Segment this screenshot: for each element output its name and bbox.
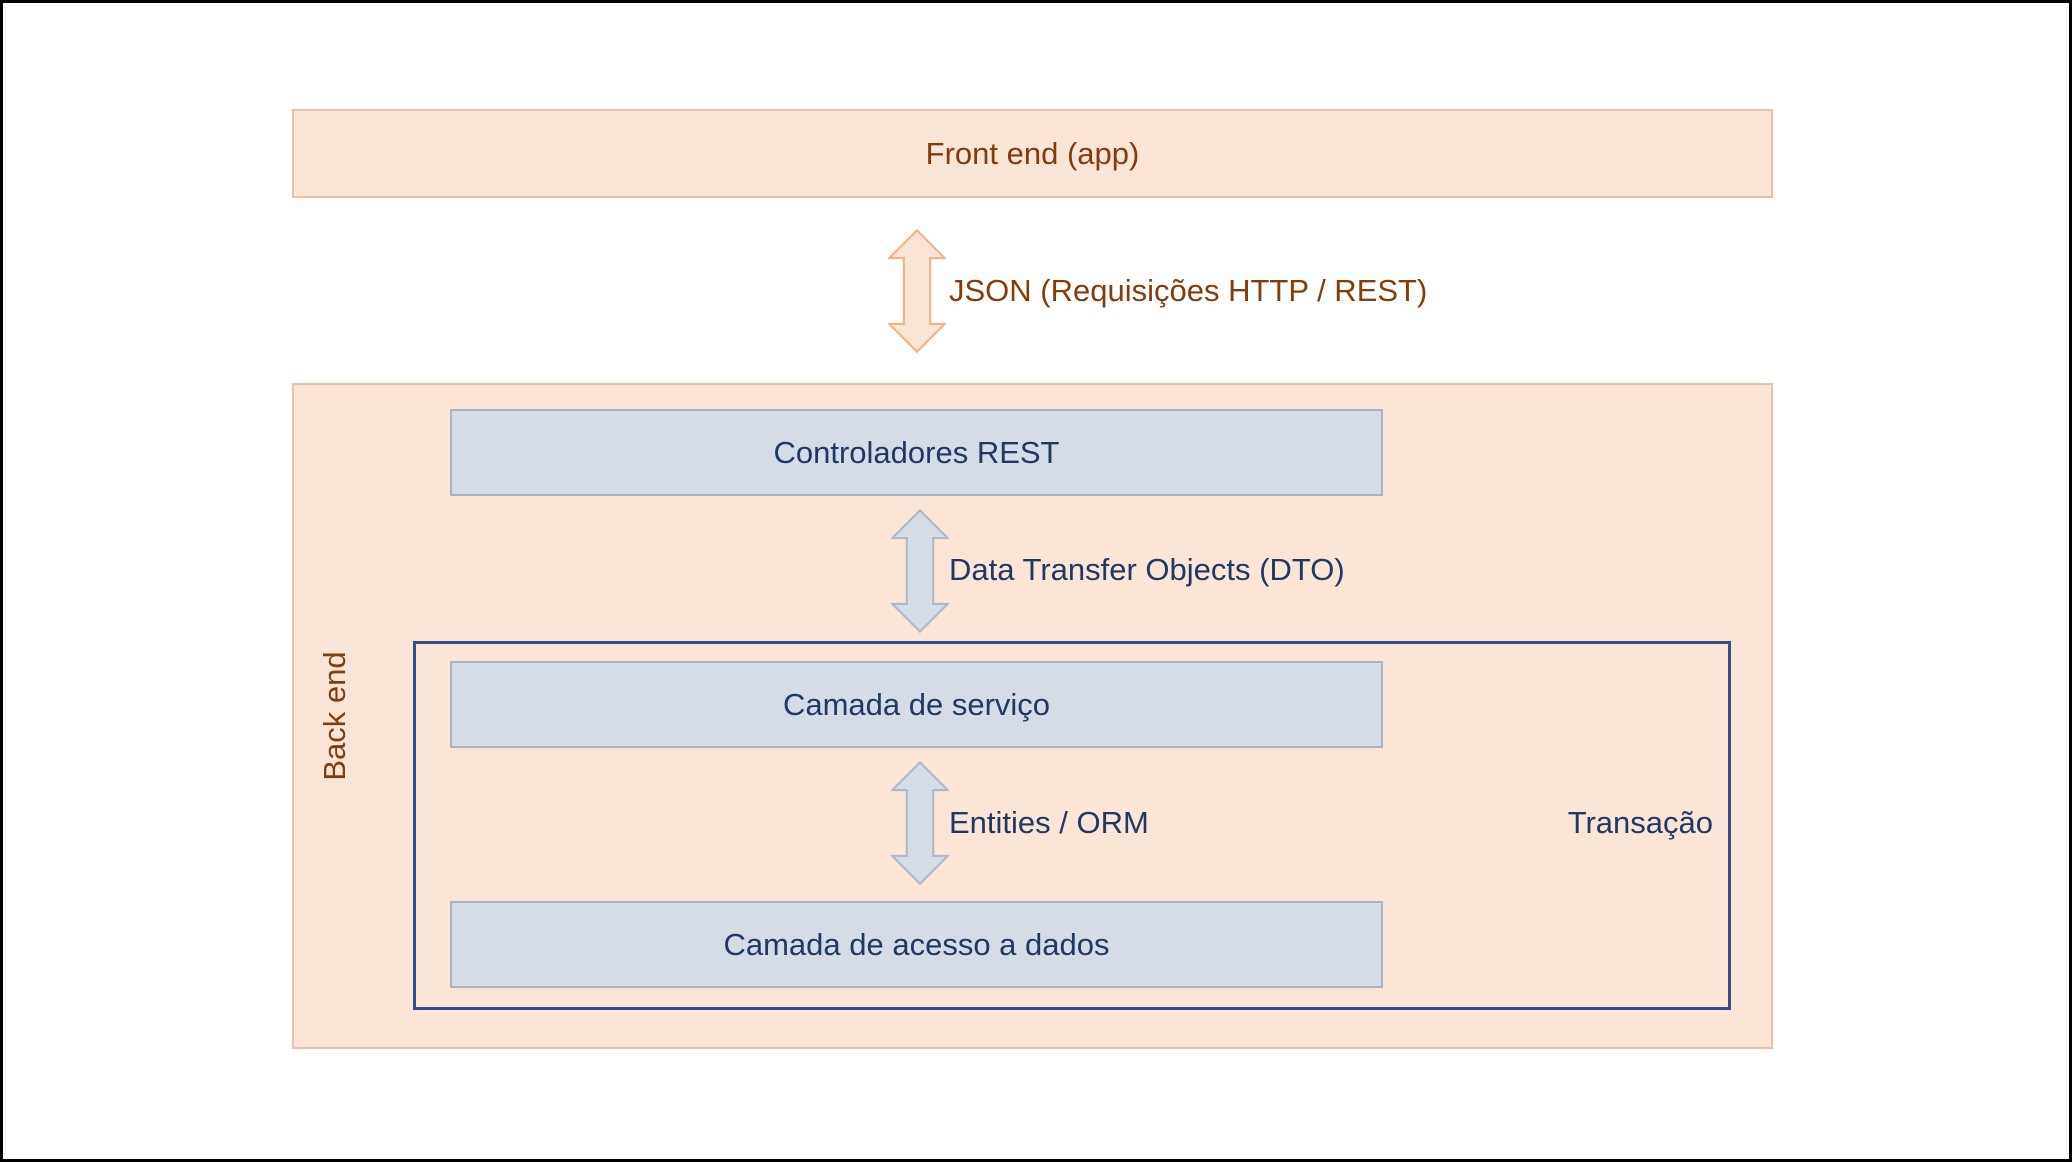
rest-controllers-layer: Controladores REST <box>450 409 1383 496</box>
front-end-box: Front end (app) <box>292 109 1773 198</box>
dto-connector-label: Data Transfer Objects (DTO) <box>949 552 1345 587</box>
double-arrow-icon <box>888 229 946 353</box>
double-arrow-icon <box>891 509 949 633</box>
double-arrow-icon <box>891 761 949 885</box>
layer-label: Camada de acesso a dados <box>723 926 1110 962</box>
back-end-label: Back end <box>317 651 352 781</box>
layer-label: Controladores REST <box>773 434 1060 470</box>
transaction-boundary <box>413 641 1731 1010</box>
service-layer: Camada de serviço <box>450 661 1383 748</box>
transaction-label: Transação <box>1567 805 1713 840</box>
data-access-layer: Camada de acesso a dados <box>450 901 1383 988</box>
layer-label: Camada de serviço <box>782 686 1051 722</box>
front-end-label: Front end (app) <box>925 135 1140 171</box>
json-connector-label: JSON (Requisições HTTP / REST) <box>949 273 1428 308</box>
orm-connector-label: Entities / ORM <box>949 805 1149 840</box>
